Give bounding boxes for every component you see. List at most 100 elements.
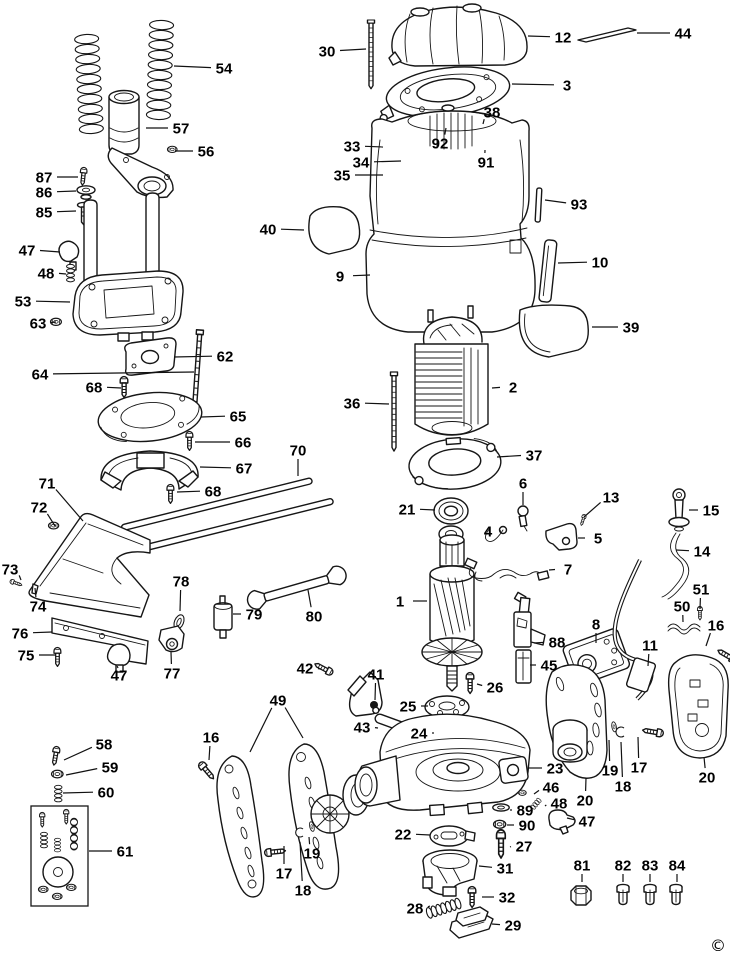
- callout-66: 66: [195, 434, 251, 451]
- svg-text:39: 39: [623, 319, 640, 336]
- svg-text:14: 14: [694, 543, 711, 560]
- svg-text:92: 92: [432, 135, 449, 152]
- svg-text:32: 32: [499, 889, 516, 906]
- svg-text:23: 23: [547, 760, 564, 777]
- part-number-callouts: 5457568786854748536364626865666770687172…: [2, 25, 725, 934]
- callout-92: 92: [432, 127, 449, 152]
- svg-text:37: 37: [526, 447, 543, 464]
- svg-text:68: 68: [86, 379, 103, 396]
- callout-20: 20: [699, 756, 716, 786]
- wire-4: [485, 525, 508, 542]
- screw-66: [185, 430, 194, 451]
- callout-14: 14: [675, 543, 711, 560]
- screw-68a: [119, 375, 129, 399]
- callout-43: 43: [354, 719, 379, 736]
- callout-83: 83: [642, 857, 659, 882]
- callout-71: 71: [39, 475, 84, 522]
- svg-text:7: 7: [564, 561, 572, 578]
- svg-text:16: 16: [203, 729, 220, 746]
- guide-rod-2: [143, 498, 334, 551]
- callout-65: 65: [200, 408, 246, 425]
- callout-64: 64: [32, 366, 195, 383]
- collet-82: [616, 883, 630, 906]
- callout-80: 80: [306, 589, 322, 625]
- callout-50: 50: [674, 598, 691, 623]
- svg-text:67: 67: [236, 460, 253, 477]
- callout-19: 19: [304, 836, 320, 862]
- svg-text:50: 50: [674, 598, 691, 615]
- bracket-76: [51, 617, 149, 665]
- svg-text:57: 57: [173, 120, 190, 137]
- callout-28: 28: [407, 900, 431, 917]
- spring-60: [54, 784, 63, 803]
- callout-30: 30: [319, 43, 367, 60]
- callout-84: 84: [669, 857, 686, 882]
- svg-text:29: 29: [505, 917, 522, 934]
- svg-text:51: 51: [693, 581, 710, 598]
- wave-washer-50: [667, 623, 701, 635]
- callout-38: 38: [482, 104, 500, 125]
- armature-1: [421, 534, 483, 692]
- svg-text:91: 91: [478, 154, 495, 171]
- svg-text:19: 19: [602, 762, 619, 779]
- callout-88: 88: [533, 634, 565, 651]
- svg-text:75: 75: [18, 647, 35, 664]
- callout-82: 82: [615, 857, 631, 882]
- callout-4: 4: [484, 523, 501, 540]
- callout-57: 57: [146, 120, 189, 137]
- screw-32: [467, 885, 477, 909]
- svg-text:27: 27: [516, 838, 533, 855]
- svg-text:83: 83: [642, 857, 659, 874]
- lever-41: [347, 671, 383, 717]
- gasket-40: [308, 206, 361, 255]
- callout-91: 91: [478, 149, 495, 171]
- svg-text:90: 90: [519, 817, 536, 834]
- svg-text:21: 21: [399, 501, 416, 518]
- callout-25: 25: [400, 698, 428, 715]
- callout-67: 67: [199, 460, 253, 477]
- dust-shield-67: [100, 450, 199, 491]
- svg-text:18: 18: [615, 778, 632, 795]
- handle-arm-left: [216, 755, 265, 898]
- nut-59: [50, 769, 64, 779]
- callout-78: 78: [173, 573, 189, 612]
- callout-22: 22: [395, 826, 431, 843]
- diagram-artwork: [8, 3, 730, 939]
- callout-45: 45: [530, 657, 557, 674]
- callout-87: 87: [36, 169, 78, 186]
- callout-70: 70: [290, 442, 307, 476]
- plunge-spring-right: [145, 19, 175, 121]
- svg-text:53: 53: [15, 293, 32, 310]
- washer-89: [492, 803, 510, 812]
- svg-text:49: 49: [270, 692, 287, 709]
- svg-text:20: 20: [699, 769, 716, 786]
- svg-text:54: 54: [216, 60, 233, 77]
- callout-16: 16: [203, 729, 220, 761]
- gasket-39: [518, 304, 589, 358]
- bracket-5: [545, 522, 578, 551]
- callout-18: 18: [295, 841, 311, 899]
- svg-text:68: 68: [205, 483, 222, 500]
- spring-48: [66, 263, 75, 283]
- callout-74: 74: [30, 587, 47, 615]
- svg-text:17: 17: [631, 759, 648, 776]
- callout-8: 8: [592, 616, 600, 643]
- svg-text:35: 35: [334, 167, 351, 184]
- callout-49: 49: [249, 692, 304, 753]
- cam-plate-62: [124, 337, 177, 376]
- callout-31: 31: [478, 860, 514, 877]
- svg-text:5: 5: [594, 530, 602, 547]
- callout-33: 33: [344, 138, 384, 155]
- callout-10: 10: [557, 254, 608, 271]
- brush-strip-44: [577, 27, 637, 43]
- svg-text:20: 20: [577, 792, 594, 809]
- svg-text:31: 31: [497, 860, 514, 877]
- svg-text:70: 70: [290, 442, 307, 459]
- callout-54: 54: [173, 60, 233, 77]
- callout-5: 5: [578, 530, 602, 547]
- svg-text:61: 61: [117, 843, 134, 860]
- callout-2: 2: [491, 379, 517, 396]
- callout-17: 17: [631, 736, 648, 776]
- callout-11: 11: [642, 637, 658, 667]
